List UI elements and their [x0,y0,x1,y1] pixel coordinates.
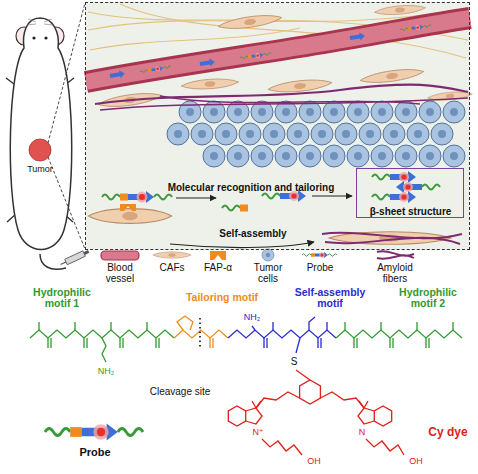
legend-text: Amyloid fibers [370,263,420,284]
legend-text: Tumor cells [248,263,288,284]
site-label: Cleavage site [150,387,211,398]
motif-label: Tailoring motif [186,292,258,303]
peptide-backbone [30,316,462,362]
atom-label: N⁺ [252,428,263,437]
atom-label: NH₂ [98,367,115,376]
inset-panel: Molecular recognition and tailoringSelf-… [85,2,470,250]
motif-label: Hydrophilic motif 2 [391,287,465,309]
node-text: β-sheet structure [370,205,452,216]
legend-text: Probe [300,263,340,274]
motif-label: Self-assembly motif [288,287,372,309]
amyloid-fibers [95,85,468,110]
motif-label: Hydrophilic motif 1 [25,287,99,309]
tumor-cells [167,101,465,167]
beta-sheet-drawing [372,171,440,203]
cy-dye-structure [228,370,404,455]
legend-samples [101,249,414,261]
atom-label: NH₂ [244,313,261,322]
atom-label: OH [307,457,321,466]
mouse-figure [6,3,90,269]
organ-label: Tumor [27,165,53,174]
probe-label: Probe [79,447,110,459]
self-assembly-scene [170,232,462,248]
probe-symbol [45,424,143,441]
atom-label: OH [409,457,423,466]
tailoring-scene [88,190,352,223]
inset-ground [85,2,470,250]
atom-label: N [359,428,366,437]
dye-label: Cy dye [428,426,467,439]
atom-label: S [291,357,298,368]
node-text: Molecular recognition and tailoring [168,182,335,193]
legend-text: Blood vessel [99,263,141,284]
structure-box: β-sheet structure [356,168,464,218]
legend-text: FAP-α [198,263,238,274]
blood-vessel [86,18,470,82]
legend-text: CAFs [152,263,192,274]
node-text: Self-assembly [219,228,286,239]
